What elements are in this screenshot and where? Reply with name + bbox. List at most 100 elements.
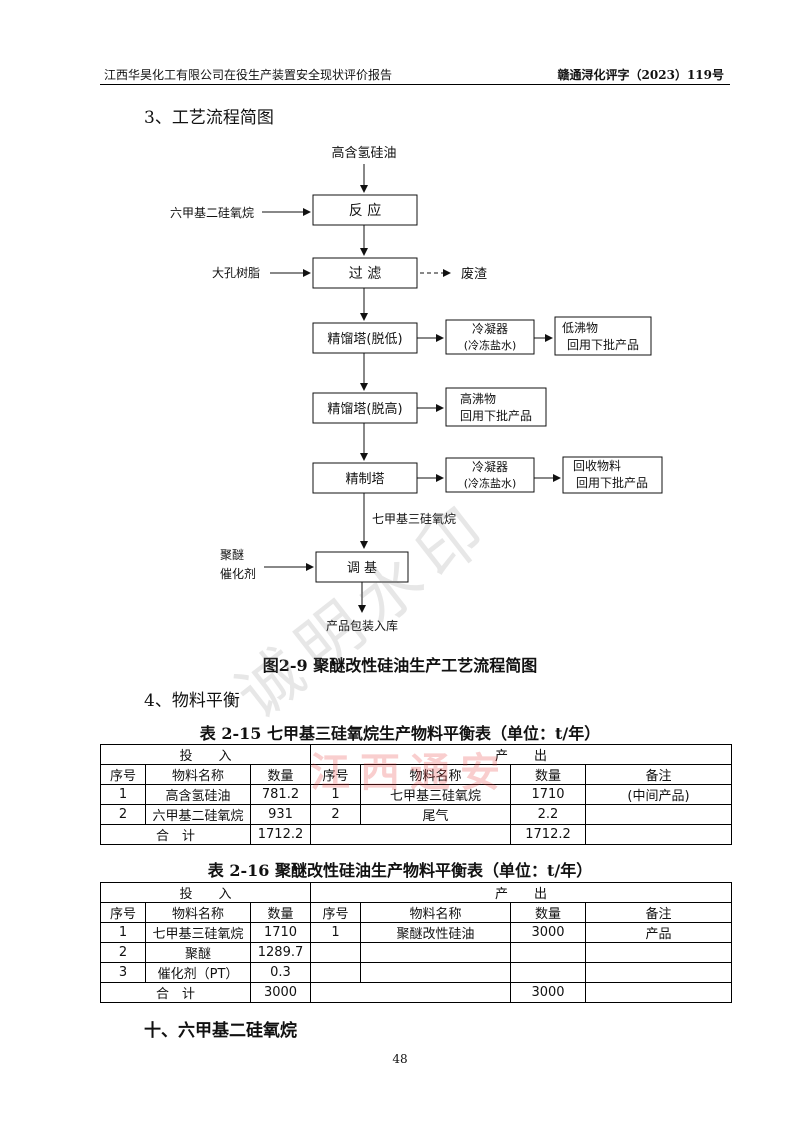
table-cell: 产品	[584, 922, 733, 943]
table2-col-header: 备注	[584, 902, 733, 923]
section-heading-balance: 4、物料平衡	[144, 691, 240, 711]
table-row: 2 聚醚 1289.7	[100, 942, 733, 963]
table-cell: 1289.7	[250, 942, 311, 963]
flow-top-input: 高含氢硅油	[331, 145, 396, 161]
table-cell: (中间产品)	[584, 784, 733, 805]
table-cell: 聚醚改性硅油	[360, 922, 511, 943]
flow-condenser1-sub: (冷冻盐水)	[464, 338, 517, 352]
table-cell: 3000	[510, 922, 586, 943]
table-cell	[584, 942, 733, 963]
table1-title: 表 2-15 七甲基三硅氧烷生产物料平衡表（单位：t/年）	[199, 724, 601, 743]
flow-side-input-3a: 聚醚	[220, 548, 244, 562]
table-cell: 尾气	[360, 804, 511, 825]
table-total-row: 合 计 1712.2 1712.2	[100, 824, 733, 845]
header-report-number: 赣通浔化评字（2023）119号	[557, 68, 724, 82]
process-flow-diagram: 高含氢硅油 反 应 六甲基二硅氧烷 过 滤 大孔树脂 废渣 精馏塔(脱低) 冷凝…	[170, 145, 663, 633]
flow-column1-label: 精馏塔(脱低)	[327, 332, 402, 347]
flow-lowboil-sub: 回用下批产品	[567, 337, 639, 352]
table-cell	[360, 942, 511, 963]
table-cell	[310, 824, 511, 845]
flow-filter-label: 过 滤	[349, 266, 381, 282]
flow-condenser2-box	[445, 457, 535, 493]
flow-condenser2-sub: (冷冻盐水)	[464, 476, 517, 490]
table2-balance: 投 入 产 出 序号 物料名称 数量 序号 物料名称 数量 备注 1 七甲基三硅…	[100, 882, 733, 1003]
flow-lowboil-label: 低沸物	[562, 321, 598, 335]
flow-reactor-box	[312, 194, 418, 226]
table-cell: 1	[310, 922, 361, 943]
table-row: 3 催化剂（PT） 0.3	[100, 962, 733, 983]
table-cell: 七甲基三硅氧烷	[145, 922, 251, 943]
table1-total-label: 合 计	[100, 824, 251, 845]
flow-blend-label: 调 基	[347, 561, 377, 576]
table-cell	[310, 962, 361, 983]
table-row: 1 七甲基三硅氧烷 1710 1 聚醚改性硅油 3000 产品	[100, 922, 733, 943]
table2-col-header: 序号	[100, 902, 146, 923]
table-cell	[310, 942, 361, 963]
table-cell: 931	[250, 804, 311, 825]
table-cell: 1	[100, 922, 146, 943]
table1-col-header: 序号	[100, 764, 146, 785]
table2-col-header: 物料名称	[360, 902, 511, 923]
table-cell: 3	[100, 962, 146, 983]
flow-waste: 废渣	[461, 266, 487, 282]
table-cell: 高含氢硅油	[145, 784, 251, 805]
flow-condenser1-label: 冷凝器	[472, 321, 508, 336]
table-cell: 1	[100, 784, 146, 805]
table-cell	[360, 962, 511, 983]
table-cell	[584, 804, 733, 825]
table-cell: 2	[100, 804, 146, 825]
flow-final: 产品包装入库	[326, 618, 398, 633]
flow-highboil-label: 高沸物	[460, 391, 496, 406]
table1-col-header: 数量	[250, 764, 311, 785]
flow-column1-box	[312, 322, 418, 354]
table-cell: 0.3	[250, 962, 311, 983]
table2-total-in: 3000	[250, 982, 311, 1003]
flow-side-input-3b: 催化剂	[220, 566, 256, 581]
flow-refine-label: 精制塔	[345, 472, 384, 487]
table-cell	[510, 962, 586, 983]
flow-condenser1-box	[445, 319, 535, 355]
table-cell	[584, 982, 733, 1003]
flow-highboil-sub: 回用下批产品	[460, 408, 532, 423]
table-total-row: 合 计 3000 3000	[100, 982, 733, 1003]
section-heading-flow: 3、工艺流程简图	[144, 108, 274, 128]
flow-side-input-2: 大孔树脂	[212, 265, 260, 280]
table2-out-header: 产 出	[309, 882, 733, 903]
header-company: 江西华昊化工有限公司在役生产装置安全现状评价报告	[104, 68, 393, 82]
table-cell: 1710	[250, 922, 311, 943]
section-heading-hmdso: 十、六甲基二硅氧烷	[144, 1021, 297, 1041]
table-cell	[510, 942, 586, 963]
table-cell: 781.2	[250, 784, 311, 805]
table-cell: 2	[100, 942, 146, 963]
flow-recover-label: 回收物料	[573, 459, 621, 473]
flow-side-input-1: 六甲基二硅氧烷	[170, 206, 254, 220]
table-row: 1 高含氢硅油 781.2 1 七甲基三硅氧烷 1710 (中间产品)	[100, 784, 733, 805]
flow-lowboil-box	[554, 316, 652, 356]
table-cell: 2.2	[510, 804, 586, 825]
flow-highboil-box	[445, 387, 547, 427]
table1-col-header: 物料名称	[145, 764, 251, 785]
figure-caption: 图2-9 聚醚改性硅油生产工艺流程简图	[262, 656, 538, 675]
watermark-logo-text: 江西通安	[310, 750, 510, 796]
page-number: 48	[392, 1052, 408, 1066]
table1-col-header: 数量	[510, 764, 586, 785]
table2-in-header: 投 入	[100, 882, 311, 903]
table-cell	[310, 982, 511, 1003]
table-cell	[584, 962, 733, 983]
table2-col-header: 数量	[250, 902, 311, 923]
table-cell: 六甲基二硅氧烷	[145, 804, 251, 825]
flow-reactor-label: 反 应	[349, 202, 381, 219]
table1-total-in: 1712.2	[250, 824, 311, 845]
flow-intermediate: 七甲基三硅氧烷	[372, 512, 456, 526]
flow-filter-box	[312, 257, 418, 289]
table2-title: 表 2-16 聚醚改性硅油生产物料平衡表（单位：t/年）	[207, 861, 593, 880]
flow-column2-label: 精馏塔(脱高)	[327, 401, 402, 417]
flow-refine-box	[312, 462, 418, 494]
table2-col-header: 序号	[310, 902, 361, 923]
table-cell: 1710	[510, 784, 586, 805]
table1-total-out: 1712.2	[510, 824, 586, 845]
table1-balance: 投 入 产 出 序号 物料名称 数量 序号 物料名称 数量 备注 1 高含氢硅油…	[100, 744, 733, 845]
table-cell: 催化剂（PT）	[145, 962, 251, 983]
flow-recover-box	[562, 456, 663, 494]
table2-col-header: 数量	[510, 902, 586, 923]
